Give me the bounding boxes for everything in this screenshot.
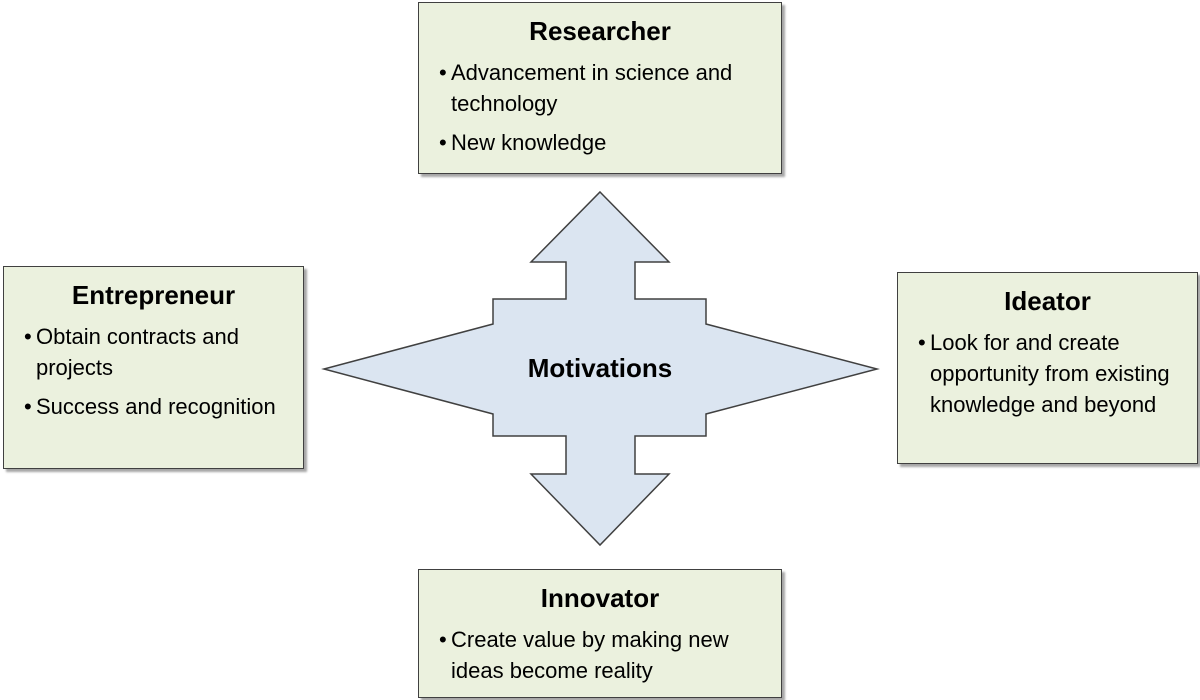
list-item: •Look for and create opportunity from ex… [918, 327, 1187, 420]
bullet-icon: • [439, 60, 447, 85]
bullet-icon: • [439, 627, 447, 652]
four-way-arrow-shape [321, 190, 880, 547]
entrepreneur-box: Entrepreneur •Obtain contracts and proje… [3, 266, 304, 469]
innovator-list: •Create value by making new ideas become… [419, 624, 781, 686]
list-item: •Obtain contracts and projects [24, 321, 293, 383]
bullet-icon: • [439, 130, 447, 155]
ideator-box: Ideator •Look for and create opportunity… [897, 272, 1198, 464]
entrepreneur-list: •Obtain contracts and projects •Success … [4, 321, 303, 422]
list-item: •Create value by making new ideas become… [439, 624, 771, 686]
motivations-label: Motivations [527, 353, 673, 383]
bullet-icon: • [24, 394, 32, 419]
researcher-list: •Advancement in science and technology •… [419, 57, 781, 158]
innovator-title: Innovator [540, 583, 660, 613]
researcher-title: Researcher [529, 16, 671, 46]
entrepreneur-title: Entrepreneur [71, 280, 236, 310]
innovator-box: Innovator •Create value by making new id… [418, 569, 782, 698]
list-item: •Advancement in science and technology [439, 57, 771, 119]
bullet-icon: • [918, 330, 926, 355]
bullet-icon: • [24, 324, 32, 349]
ideator-list: •Look for and create opportunity from ex… [898, 327, 1197, 420]
list-item: •Success and recognition [24, 391, 293, 422]
ideator-title: Ideator [1004, 286, 1091, 316]
list-item: •New knowledge [439, 127, 771, 158]
researcher-box: Researcher •Advancement in science and t… [418, 2, 782, 174]
